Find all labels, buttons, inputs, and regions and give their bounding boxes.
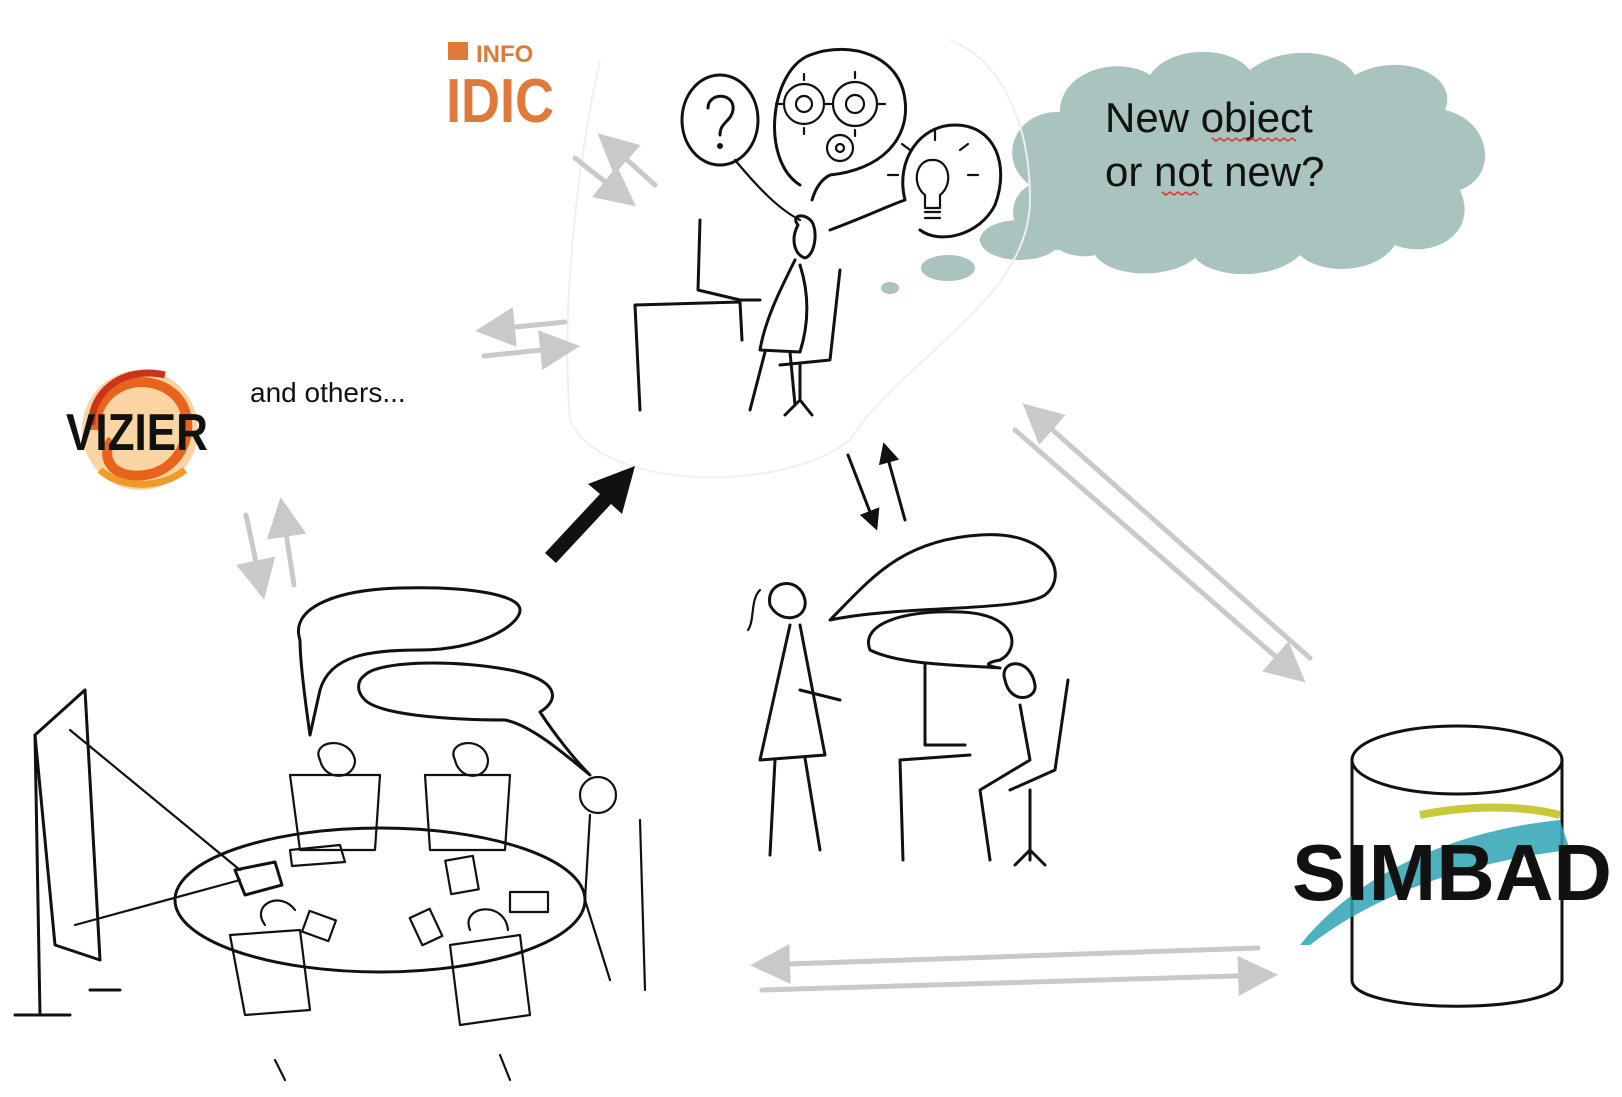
scientist-conversation-arrows [848,448,905,525]
meeting-to-scientist-arrow [545,466,635,563]
vizier-logo-text: VIZIER [66,404,208,462]
simbad-database: SIMBAD [1292,726,1612,1006]
vizier-exchange-arrows [484,322,570,356]
simbad-conversation-arrows [760,948,1268,990]
colleague-conversation-sketch [748,535,1068,865]
infoidic-logo-top-text: INFO [476,41,533,68]
lightbulb-bubble-icon [830,125,1001,237]
simbad-scientist-arrows [1015,410,1310,676]
gears-bubble-icon [775,49,906,200]
infoidic-exchange-arrows [575,140,655,200]
infoidic-logo-main-text: IDIC [446,67,554,136]
thought-text-line2: or not new? [1105,148,1324,195]
team-meeting-sketch [15,588,645,1080]
thought-cloud: New object or not new? [881,52,1485,294]
others-label: and others... [250,377,406,408]
question-bubble-icon [682,75,800,220]
thought-text-line1: New object [1105,94,1313,141]
vizier-meeting-arrows [246,507,294,590]
simbad-logo-text: SIMBAD [1292,828,1612,917]
vizier-logo: VIZIER [66,370,208,490]
infoidic-logo: INFO IDIC [446,41,554,136]
